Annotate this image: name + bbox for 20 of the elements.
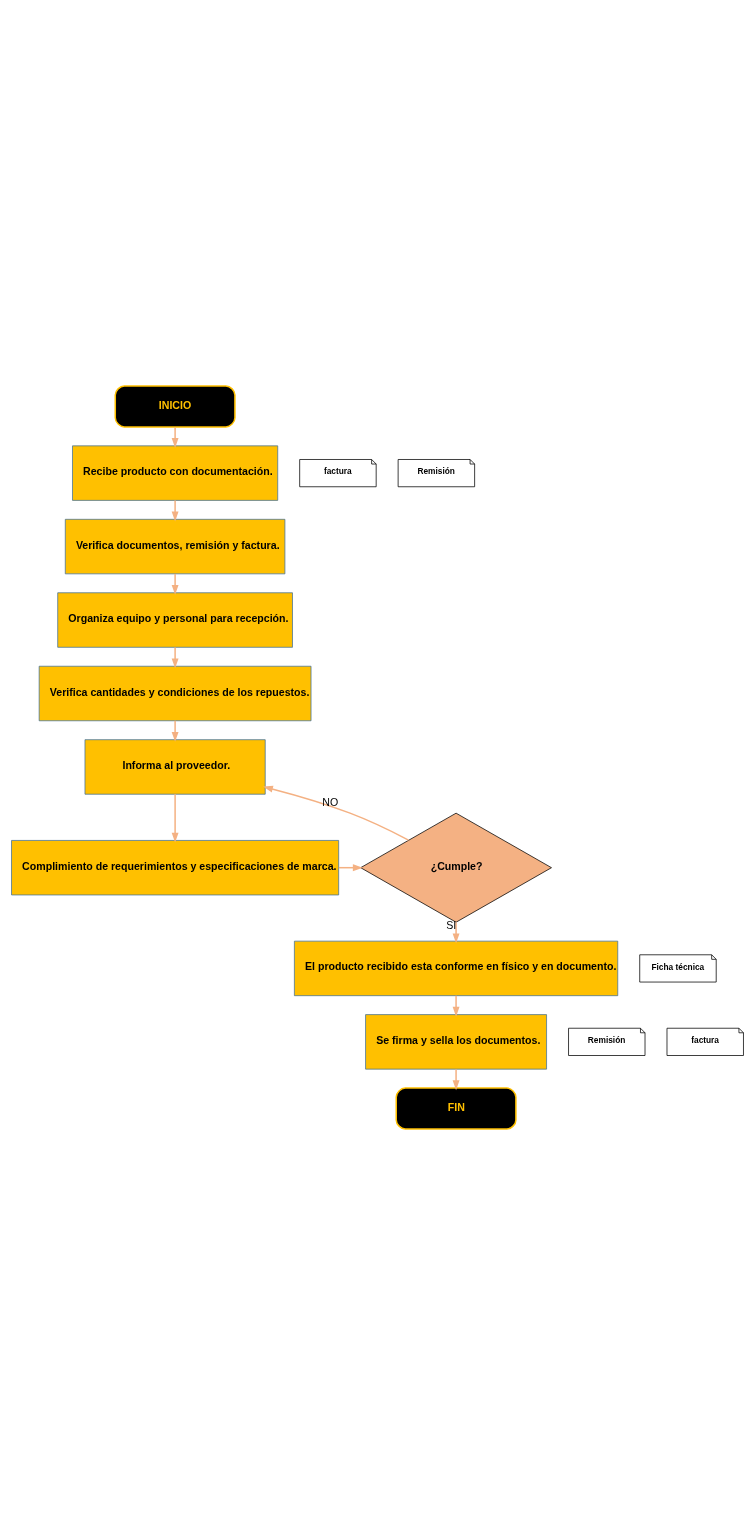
node-box: Se firma y sella los documentos.: [365, 1013, 547, 1070]
node-box: Verifica cantidades y condiciones de los repuestos.: [38, 665, 312, 721]
edge-label: NO: [322, 795, 339, 808]
arrow: [263, 785, 410, 841]
arrow: [171, 499, 179, 521]
node-box: FIN: [395, 1086, 517, 1130]
node-box: El producto recibido esta conforme en físico y en documento.: [294, 940, 619, 996]
arrow: [171, 793, 179, 843]
node-box: Recibe producto con documentación.: [72, 445, 279, 501]
arrow: [171, 572, 179, 595]
arrow: [452, 1068, 460, 1090]
node-box: INICIO: [114, 384, 236, 428]
arrow: [171, 646, 179, 668]
node-box: Organiza equipo y personal para recepción.: [57, 591, 293, 648]
node-box: Verifica documentos, remisión y factura.: [64, 518, 286, 574]
arrow: [452, 994, 460, 1017]
node-box: Complimiento de requerimientos y especificaciones de marca.: [11, 839, 340, 895]
arrow: [171, 719, 179, 742]
arrow: [171, 425, 179, 448]
node-box: Informa al proveedor.: [84, 738, 266, 795]
